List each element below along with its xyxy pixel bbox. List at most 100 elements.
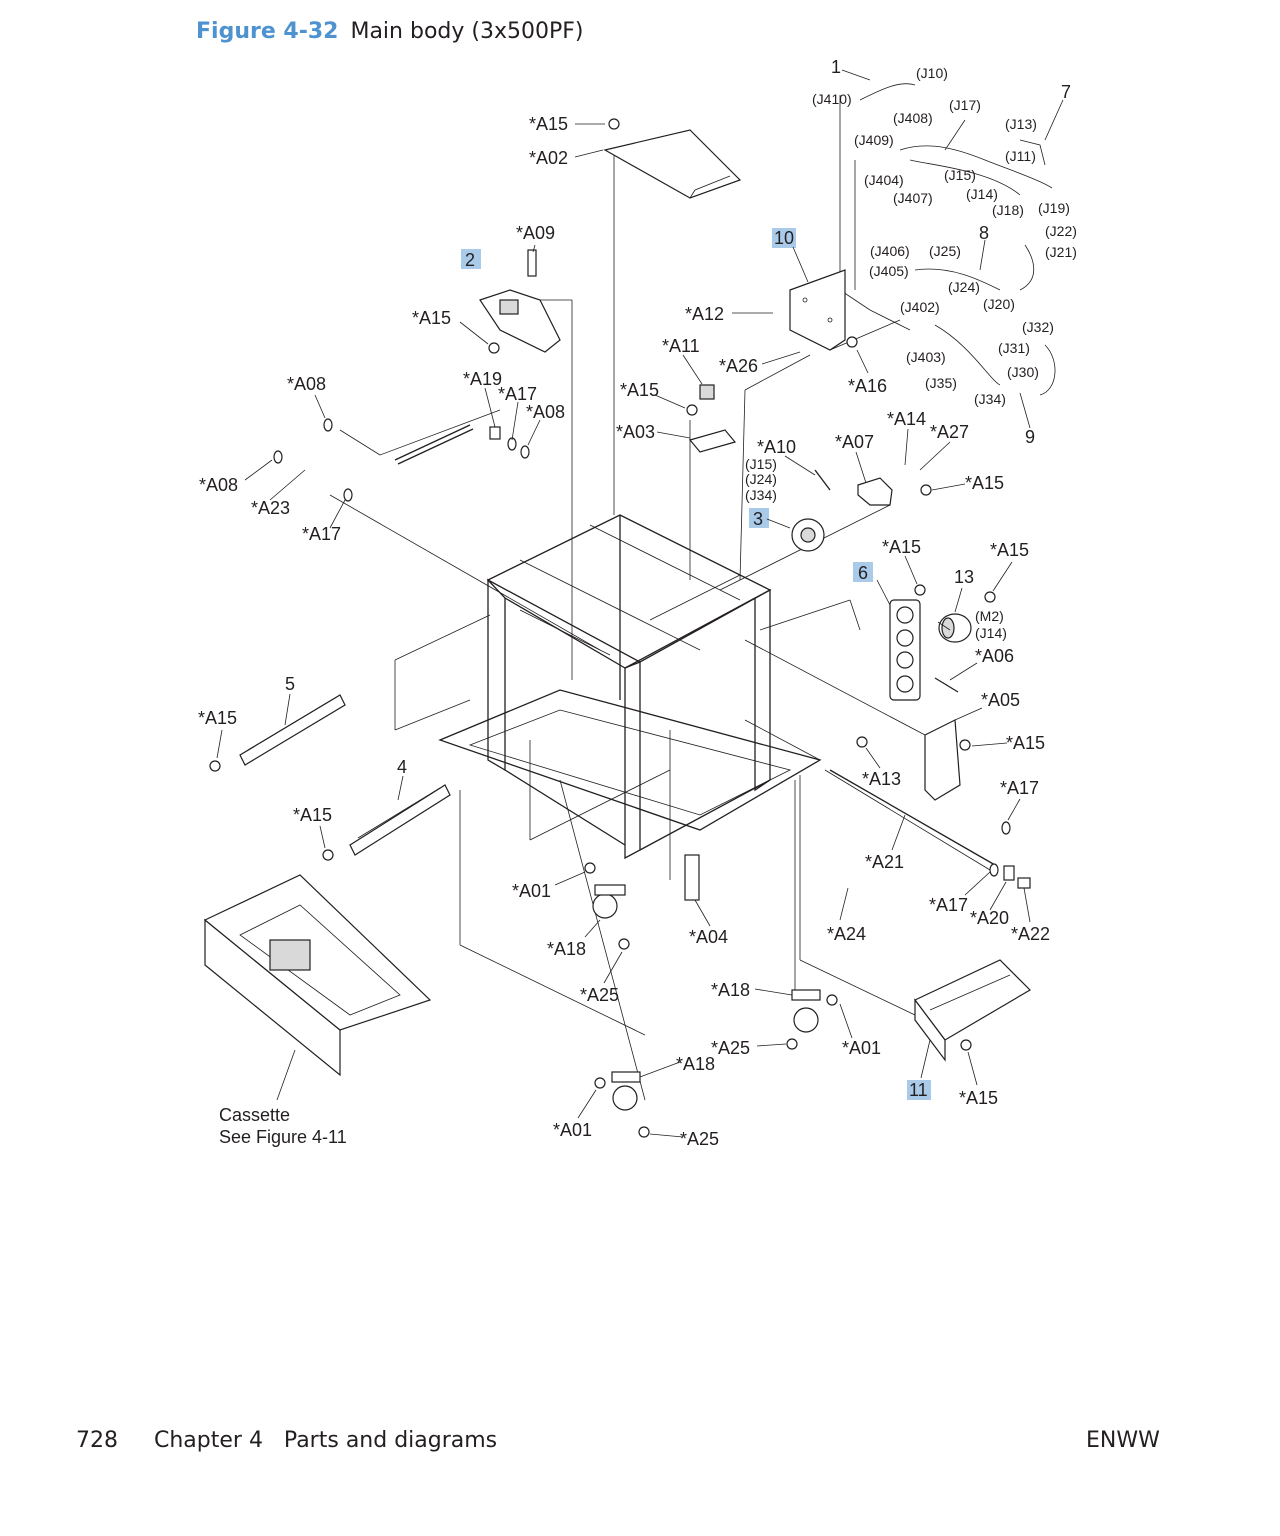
connector-j34: (J34) bbox=[974, 391, 1006, 407]
callout-a09: *A09 bbox=[516, 223, 555, 243]
connector-j11: (J11) bbox=[1005, 148, 1036, 164]
callout-a08-left: *A08 bbox=[287, 374, 326, 394]
connector-j19: (J19) bbox=[1038, 200, 1070, 216]
connector-j24: (J24) bbox=[948, 279, 980, 295]
callout-a12: *A12 bbox=[685, 304, 724, 324]
callout-a17-right: *A17 bbox=[1000, 778, 1039, 798]
connector-j30: (J30) bbox=[1007, 364, 1039, 380]
callout-a15-r1: *A15 bbox=[965, 473, 1004, 493]
page-number: 728 bbox=[76, 1428, 118, 1453]
callout-a15-bracket: *A15 bbox=[412, 308, 451, 328]
callout-a10: *A10 bbox=[757, 437, 796, 457]
part-solenoid-3 bbox=[791, 469, 831, 552]
part-sensor-a03 bbox=[688, 384, 737, 453]
connector-j406: (J406) bbox=[870, 243, 910, 259]
connector-j408: (J408) bbox=[893, 110, 933, 126]
callout-6: 6 bbox=[858, 563, 868, 583]
part-pcb-10 bbox=[789, 269, 846, 351]
part-rail-4 bbox=[349, 784, 451, 856]
callout-3-highlight bbox=[749, 508, 769, 528]
callout-a08-right: *A08 bbox=[526, 402, 565, 422]
callout-a15-r4: *A15 bbox=[1006, 733, 1045, 753]
callout-a02: *A02 bbox=[529, 148, 568, 168]
callout-5: 5 bbox=[285, 674, 295, 694]
callout-a01-right: *A01 bbox=[842, 1038, 881, 1058]
part-caster-bottom bbox=[611, 1071, 641, 1111]
callout-a01-center: *A01 bbox=[512, 881, 551, 901]
callout-a03: *A03 bbox=[616, 422, 655, 442]
callout-a25-right: *A25 bbox=[711, 1038, 750, 1058]
part-fuser-11 bbox=[914, 959, 1031, 1062]
callout-a17-bottom: *A17 bbox=[929, 895, 968, 915]
callout-a16: *A16 bbox=[848, 376, 887, 396]
motor-connector-j34: (J34) bbox=[745, 487, 777, 503]
part-foot-a04 bbox=[684, 854, 700, 901]
brand-mark: ENWW bbox=[1086, 1428, 1160, 1453]
callout-a26: *A26 bbox=[719, 356, 758, 376]
callout-7: 7 bbox=[1061, 82, 1071, 102]
part-shaft-a19-rod bbox=[394, 424, 501, 465]
figure-caption: Main body (3x500PF) bbox=[350, 19, 584, 44]
callout-8: 8 bbox=[979, 223, 989, 243]
part-caster-center bbox=[592, 884, 626, 919]
callout-a11: *A11 bbox=[662, 336, 700, 356]
callout-2: 2 bbox=[465, 250, 475, 270]
callout-a24: *A24 bbox=[827, 924, 866, 944]
callout-a25-bottom: *A25 bbox=[680, 1129, 719, 1149]
part-caster-right bbox=[791, 989, 821, 1033]
connector-j18: (J18) bbox=[992, 202, 1024, 218]
part-spring-a06 bbox=[934, 677, 959, 693]
part-pin-a09 bbox=[527, 249, 537, 277]
callout-a04: *A04 bbox=[689, 927, 728, 947]
connector-j14: (J14) bbox=[966, 186, 998, 202]
chapter-title: Chapter 4 Parts and diagrams bbox=[154, 1428, 498, 1453]
callout-11: 11 bbox=[909, 1080, 928, 1100]
part-pcb-a05 bbox=[924, 719, 961, 801]
cassette-reference: See Figure 4-11 bbox=[219, 1127, 347, 1147]
callout-a25-center: *A25 bbox=[580, 985, 619, 1005]
callout-1: 1 bbox=[831, 57, 841, 77]
callout-a27: *A27 bbox=[930, 422, 969, 442]
connector-j407: (J407) bbox=[893, 190, 933, 206]
part-bracket-a07 bbox=[857, 477, 893, 506]
callout-a15-r2: *A15 bbox=[882, 537, 921, 557]
part-motor-13 bbox=[938, 613, 972, 643]
motor-m2: (M2) bbox=[975, 608, 1004, 624]
connector-j15: (J15) bbox=[944, 167, 976, 183]
motor-connector-j24: (J24) bbox=[745, 471, 777, 487]
figure-number: Figure 4-32 bbox=[196, 19, 339, 44]
callout-3: 3 bbox=[753, 509, 763, 529]
connector-j21: (J21) bbox=[1045, 244, 1077, 260]
callout-a22: *A22 bbox=[1011, 924, 1050, 944]
connector-j31: (J31) bbox=[998, 340, 1030, 356]
connector-j404: (J404) bbox=[864, 172, 904, 188]
callout-10: 10 bbox=[774, 228, 794, 248]
connector-j409: (J409) bbox=[854, 132, 894, 148]
callout-a21: *A21 bbox=[865, 852, 904, 872]
callout-a15-r3: *A15 bbox=[990, 540, 1029, 560]
connector-labels: (J10) (J410) (J408) (J17) (J13) (J409) (… bbox=[745, 65, 1077, 641]
callout-a15-left: *A15 bbox=[198, 708, 237, 728]
callout-a15-mid: *A15 bbox=[620, 380, 659, 400]
figure-title: Figure 4-32 Main body (3x500PF) bbox=[196, 19, 583, 44]
screws bbox=[209, 118, 1031, 1138]
main-frame bbox=[438, 514, 822, 860]
connector-j20: (J20) bbox=[983, 296, 1015, 312]
callout-a05: *A05 bbox=[981, 690, 1020, 710]
callout-2-highlight bbox=[461, 249, 481, 269]
callout-11-highlight bbox=[907, 1080, 931, 1100]
callout-a13: *A13 bbox=[862, 769, 901, 789]
callout-10-highlight bbox=[772, 228, 796, 248]
connector-j402: (J402) bbox=[900, 299, 940, 315]
part-shaft-a21 bbox=[829, 769, 996, 866]
motor-connector-j15: (J15) bbox=[745, 456, 777, 472]
part-rail-5 bbox=[239, 694, 346, 766]
callout-a19: *A19 bbox=[463, 369, 502, 389]
part-gear-plate-6 bbox=[889, 599, 921, 701]
callout-a17-upper: *A17 bbox=[498, 384, 537, 404]
cassette-label: Cassette bbox=[219, 1105, 290, 1125]
connector-j32: (J32) bbox=[1022, 319, 1054, 335]
callout-leaders bbox=[216, 69, 1064, 1138]
callout-a14: *A14 bbox=[887, 409, 926, 429]
